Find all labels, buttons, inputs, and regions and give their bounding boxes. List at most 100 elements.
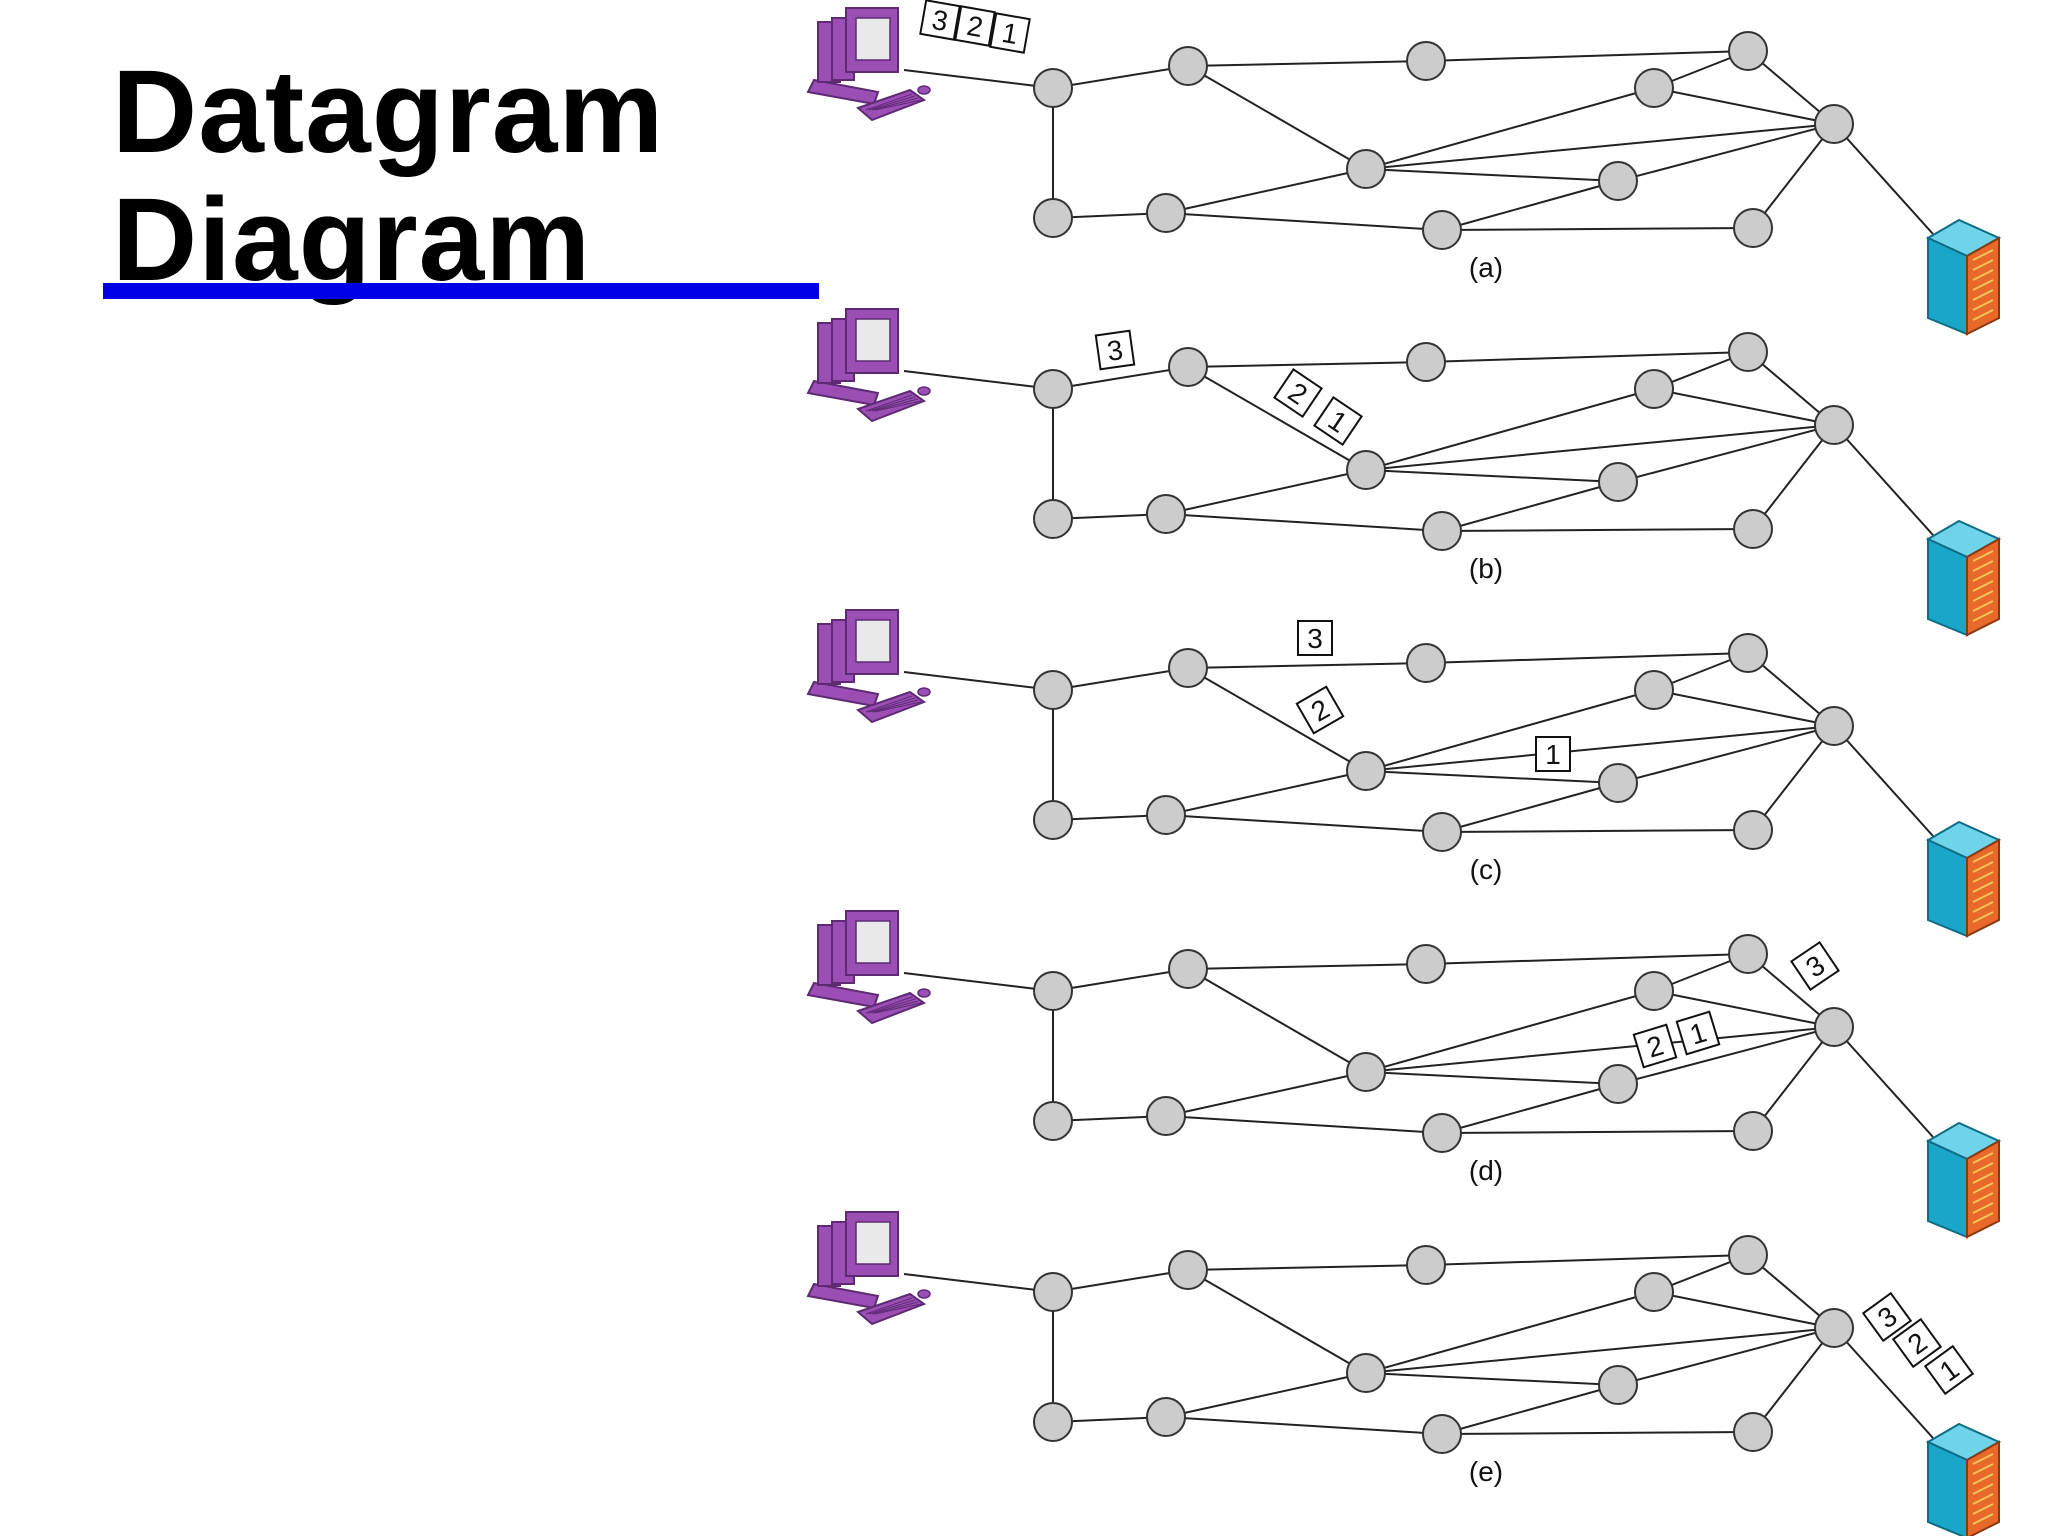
packet-box: [919, 0, 961, 41]
router-node: [1733, 810, 1773, 850]
host-link: [903, 671, 1054, 691]
network-link: [1653, 87, 1835, 125]
router-node: [1346, 751, 1386, 791]
packet-box: [1295, 685, 1345, 735]
packet-box: [989, 12, 1031, 54]
network-link: [1441, 227, 1754, 231]
network-link: [1441, 1384, 1619, 1435]
page-title: Datagram Diagram: [112, 48, 664, 304]
router-node: [1814, 1308, 1854, 1348]
host-computer-icon: [806, 1211, 931, 1326]
network-link: [1165, 212, 1443, 231]
router-node: [1634, 971, 1674, 1011]
network-link: [1441, 1083, 1619, 1134]
router-node: [1422, 1113, 1462, 1153]
router-node: [1814, 706, 1854, 746]
packet-box: [1313, 396, 1363, 446]
network-link: [1187, 60, 1427, 67]
packet-number: 3: [1307, 623, 1323, 654]
router-node: [1346, 1052, 1386, 1092]
packet: 2: [1632, 1023, 1678, 1069]
network-link: [1752, 1026, 1835, 1132]
network-link: [1441, 481, 1619, 532]
router-node: [1733, 208, 1773, 248]
router-node: [1033, 1272, 1073, 1312]
packet: 2: [1891, 1317, 1943, 1369]
router-node: [1814, 1007, 1854, 1047]
network-link: [1365, 388, 1655, 471]
router-node: [1598, 1064, 1638, 1104]
network-link: [1617, 424, 1835, 483]
router-node: [1598, 462, 1638, 502]
routers: [1033, 31, 1854, 250]
packet: 1: [1923, 1344, 1975, 1396]
network-link: [1187, 65, 1367, 170]
packet-number: 1: [1545, 739, 1561, 770]
network-link: [1425, 351, 1749, 363]
routers: [1033, 1235, 1854, 1454]
network-link: [1617, 1327, 1835, 1386]
network-link: [1365, 424, 1835, 471]
packet: 1: [1535, 736, 1571, 772]
router-node: [1146, 1397, 1186, 1437]
title-line-1: Datagram: [112, 46, 665, 178]
router-node: [1033, 800, 1073, 840]
packet-box: [1675, 1010, 1721, 1056]
packet-number: 3: [930, 4, 951, 37]
title-line-2: Diagram: [112, 174, 592, 306]
packet-box: [1094, 329, 1136, 371]
router-node: [1728, 31, 1768, 71]
network-link: [1441, 528, 1754, 532]
packet-number: 1: [1000, 17, 1021, 50]
packet: 3: [1297, 620, 1333, 656]
router-node: [1346, 450, 1386, 490]
packet-box: [1297, 620, 1333, 656]
router-node: [1033, 1402, 1073, 1442]
router-node: [1033, 198, 1073, 238]
router-node: [1406, 944, 1446, 984]
router-node: [1033, 68, 1073, 108]
router-node: [1168, 648, 1208, 688]
network-link: [1441, 1130, 1754, 1134]
network-link: [1165, 770, 1367, 816]
packet: 1: [989, 12, 1031, 54]
routers: [1033, 934, 1854, 1153]
network-link: [1187, 667, 1367, 772]
network-link: [1365, 689, 1655, 772]
router-node: [1634, 68, 1674, 108]
packet: 3: [1094, 329, 1136, 371]
packet-box: [1535, 736, 1571, 772]
network-link: [1165, 1416, 1443, 1435]
network-link: [1653, 990, 1835, 1028]
router-node: [1422, 812, 1462, 852]
router-node: [1598, 1365, 1638, 1405]
network-link: [1365, 123, 1835, 170]
packet-box: [1273, 368, 1323, 418]
host-computer-icon: [806, 910, 931, 1025]
network-link: [1165, 1115, 1443, 1134]
router-node: [1733, 1111, 1773, 1151]
host-link: [903, 1273, 1054, 1293]
packet: 2: [1295, 685, 1345, 735]
router-node: [1033, 971, 1073, 1011]
router-node: [1033, 499, 1073, 539]
network-link: [1425, 953, 1749, 965]
packet: 2: [1273, 368, 1323, 418]
packet: 3: [1790, 941, 1840, 991]
router-node: [1733, 509, 1773, 549]
network-link: [1165, 513, 1443, 532]
router-node: [1634, 369, 1674, 409]
panel-label: (e): [1469, 1456, 1503, 1487]
packet-box: [1891, 1317, 1943, 1369]
network-link: [1365, 1291, 1655, 1374]
router-node: [1406, 342, 1446, 382]
router-node: [1728, 934, 1768, 974]
network-link: [1365, 990, 1655, 1073]
router-node: [1168, 46, 1208, 86]
network-link: [1617, 725, 1835, 784]
router-node: [1346, 149, 1386, 189]
panel-label: (a): [1469, 252, 1503, 283]
network-link: [1052, 65, 1189, 89]
network-link: [1752, 725, 1835, 831]
